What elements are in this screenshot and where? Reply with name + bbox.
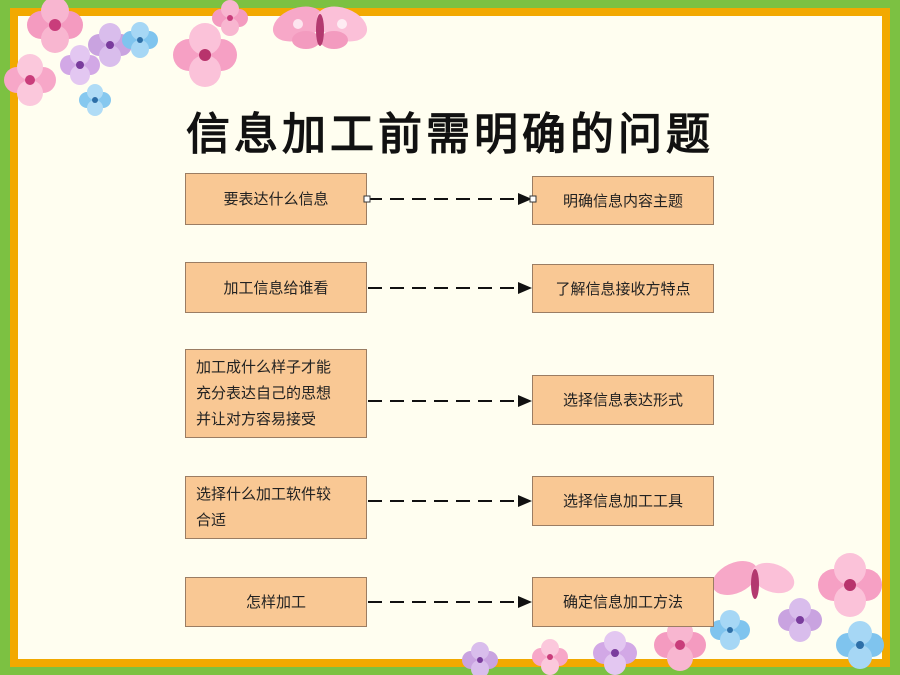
question-text-4-line-2: 合适 <box>196 511 227 529</box>
question-box-3: 加工成什么样子才能 充分表达自己的思想 并让对方容易接受 <box>185 349 367 438</box>
answer-text-5: 确定信息加工方法 <box>562 593 683 611</box>
flower-pink-small <box>212 0 248 36</box>
arrowhead-5 <box>518 596 532 608</box>
question-text-5: 怎样加工 <box>245 593 306 611</box>
flower-pink-1 <box>27 0 83 53</box>
answer-text-1: 明确信息内容主题 <box>562 191 683 210</box>
arrowhead-1 <box>518 193 532 205</box>
question-box-2: 加工信息给谁看 <box>185 262 367 313</box>
butterfly-bottom-right <box>712 561 795 599</box>
flower-purple-2 <box>60 45 100 85</box>
flower-pink-3 <box>4 54 56 106</box>
flower-blue-2 <box>79 84 111 116</box>
question-text-4-line-1: 选择什么加工软件较 <box>196 485 332 503</box>
flowers-top-left <box>4 0 368 116</box>
answer-box-1: 明确信息内容主题 <box>532 176 714 225</box>
question-box-1: 要表达什么信息 <box>185 173 367 225</box>
arrowhead-3 <box>518 395 532 407</box>
slide-title: 信息加工前需明确的问题 <box>186 109 714 160</box>
connector-handle-right <box>529 195 537 203</box>
butterfly-top <box>272 6 368 49</box>
arrowhead-2 <box>518 282 532 294</box>
answer-text-3: 选择信息表达形式 <box>562 391 683 409</box>
question-text-1: 要表达什么信息 <box>223 190 329 208</box>
slide-canvas <box>18 16 882 659</box>
question-text-3-line-2: 充分表达自己的思想 <box>196 384 332 402</box>
question-text-2: 加工信息给谁看 <box>223 278 329 297</box>
question-box-5: 怎样加工 <box>185 577 367 627</box>
answer-box-5: 确定信息加工方法 <box>532 577 714 627</box>
question-text-3-line-3: 并让对方容易接受 <box>196 410 317 428</box>
answer-box-4: 选择信息加工工具 <box>532 476 714 526</box>
answer-text-4: 选择信息加工工具 <box>562 492 683 510</box>
flower-purple-1 <box>88 23 132 67</box>
question-box-4: 选择什么加工软件较 合适 <box>185 476 367 539</box>
connector-handle-left <box>363 195 371 203</box>
flower-pink-2 <box>173 23 237 87</box>
flowers-bottom-right <box>462 553 884 675</box>
answer-text-2: 了解信息接收方特点 <box>555 279 691 298</box>
answer-box-3: 选择信息表达形式 <box>532 375 714 425</box>
arrowhead-4 <box>518 495 532 507</box>
answer-box-2: 了解信息接收方特点 <box>532 264 714 313</box>
question-text-3-line-1: 加工成什么样子才能 <box>196 358 332 376</box>
flower-blue-1 <box>122 22 158 58</box>
